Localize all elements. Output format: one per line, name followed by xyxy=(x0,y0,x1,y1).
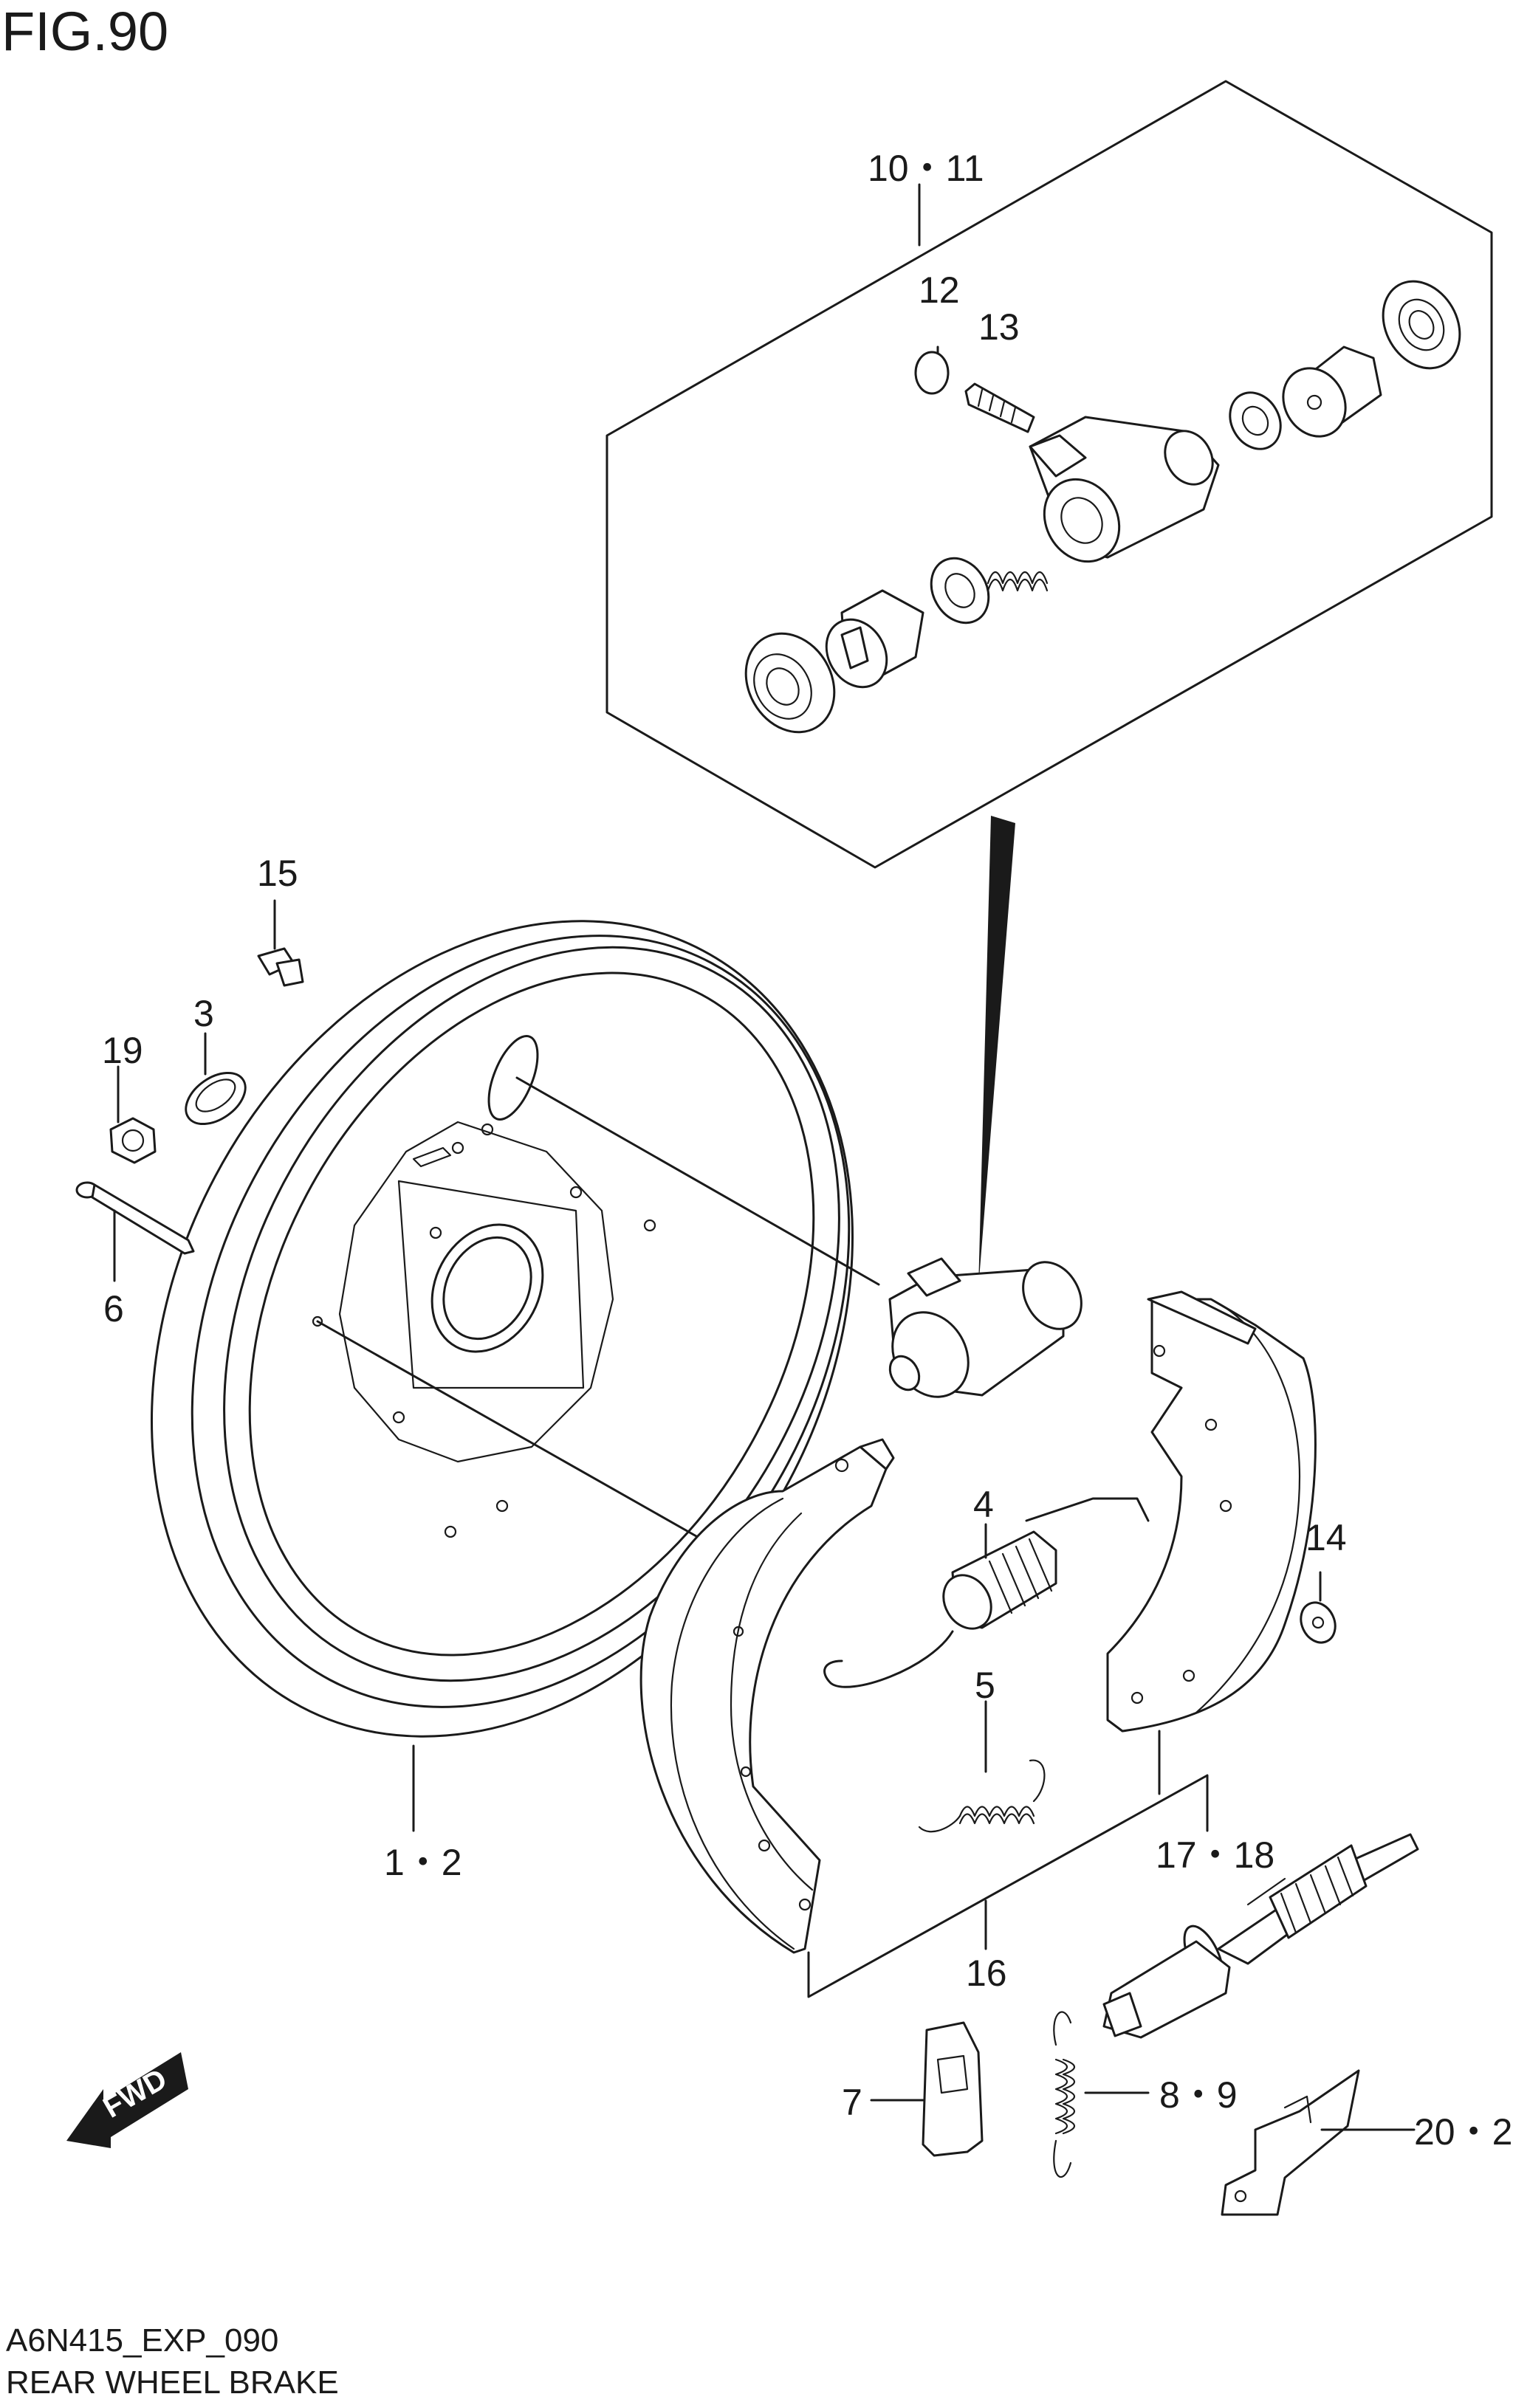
dust-boot-right xyxy=(1382,280,1461,370)
callout-14: 14 xyxy=(1306,1517,1347,1558)
callout-16: 16 xyxy=(966,1953,1007,1994)
wheel-cylinder-kit-box xyxy=(605,80,1493,869)
spring-5 xyxy=(918,1700,1046,1833)
callout-6: 6 xyxy=(103,1288,124,1329)
cylinder-piston-right xyxy=(1282,345,1382,438)
cylinder-cup-left xyxy=(930,557,990,625)
leader-drum-cylinder xyxy=(515,1076,880,1286)
callout-1-2: 1・2 xyxy=(384,1842,462,1883)
wheel-cylinder-exploded-parts xyxy=(744,280,1461,734)
callout-19: 19 xyxy=(102,1030,143,1071)
callout-8-9: 8・9 xyxy=(1159,2074,1238,2116)
callout-4: 4 xyxy=(973,1484,994,1525)
callout-17-18: 17・18 xyxy=(1156,1834,1274,1876)
cylinder-piston-left xyxy=(825,589,924,689)
bleeder-screw-13 xyxy=(964,382,1035,433)
dust-boot-left xyxy=(744,632,836,734)
figure-title: REAR WHEEL BRAKE xyxy=(6,2364,339,2401)
grommet-3 xyxy=(185,1032,247,1126)
lever-20-21 xyxy=(1221,2069,1416,2216)
adjuster-17-18 xyxy=(1102,1833,1419,2039)
figure-number: FIG.90 xyxy=(1,1,168,62)
callout-5: 5 xyxy=(975,1665,995,1706)
leader-drum-shoe xyxy=(316,1320,703,1541)
assembly-pointer xyxy=(978,816,1015,1288)
callout-10-11: 10・11 xyxy=(868,148,984,189)
callout-15: 15 xyxy=(257,853,298,894)
bleeder-cap-12 xyxy=(914,345,950,395)
callout-3: 3 xyxy=(193,993,214,1034)
brake-shoe-left xyxy=(639,1438,895,1954)
bracket-lines xyxy=(412,1730,1209,1998)
cylinder-cup-right xyxy=(1229,391,1282,450)
figure-code: A6N415_EXP_090 xyxy=(6,2322,278,2359)
retainer-clip-7 xyxy=(870,2021,984,2157)
bolt-15 xyxy=(257,899,304,987)
spring-8-9 xyxy=(1053,2011,1150,2178)
spring-4 xyxy=(823,1497,1150,1688)
fwd-arrow-icon: FWD xyxy=(66,2052,188,2148)
brake-shoe-right xyxy=(1106,1290,1317,1733)
wheel-cylinder-assembled xyxy=(888,1257,1083,1398)
callout-13: 13 xyxy=(978,306,1020,348)
callout-20-21: 20・21 xyxy=(1414,2111,1513,2153)
callout-7: 7 xyxy=(842,2082,862,2123)
cylinder-spring xyxy=(987,571,1049,592)
callout-12: 12 xyxy=(919,269,960,311)
brake-drum xyxy=(151,920,854,1738)
cylinder-body xyxy=(1029,416,1220,563)
washer-14 xyxy=(1300,1571,1337,1644)
pin-6 xyxy=(75,1181,195,1282)
nut-19 xyxy=(109,1065,157,1164)
